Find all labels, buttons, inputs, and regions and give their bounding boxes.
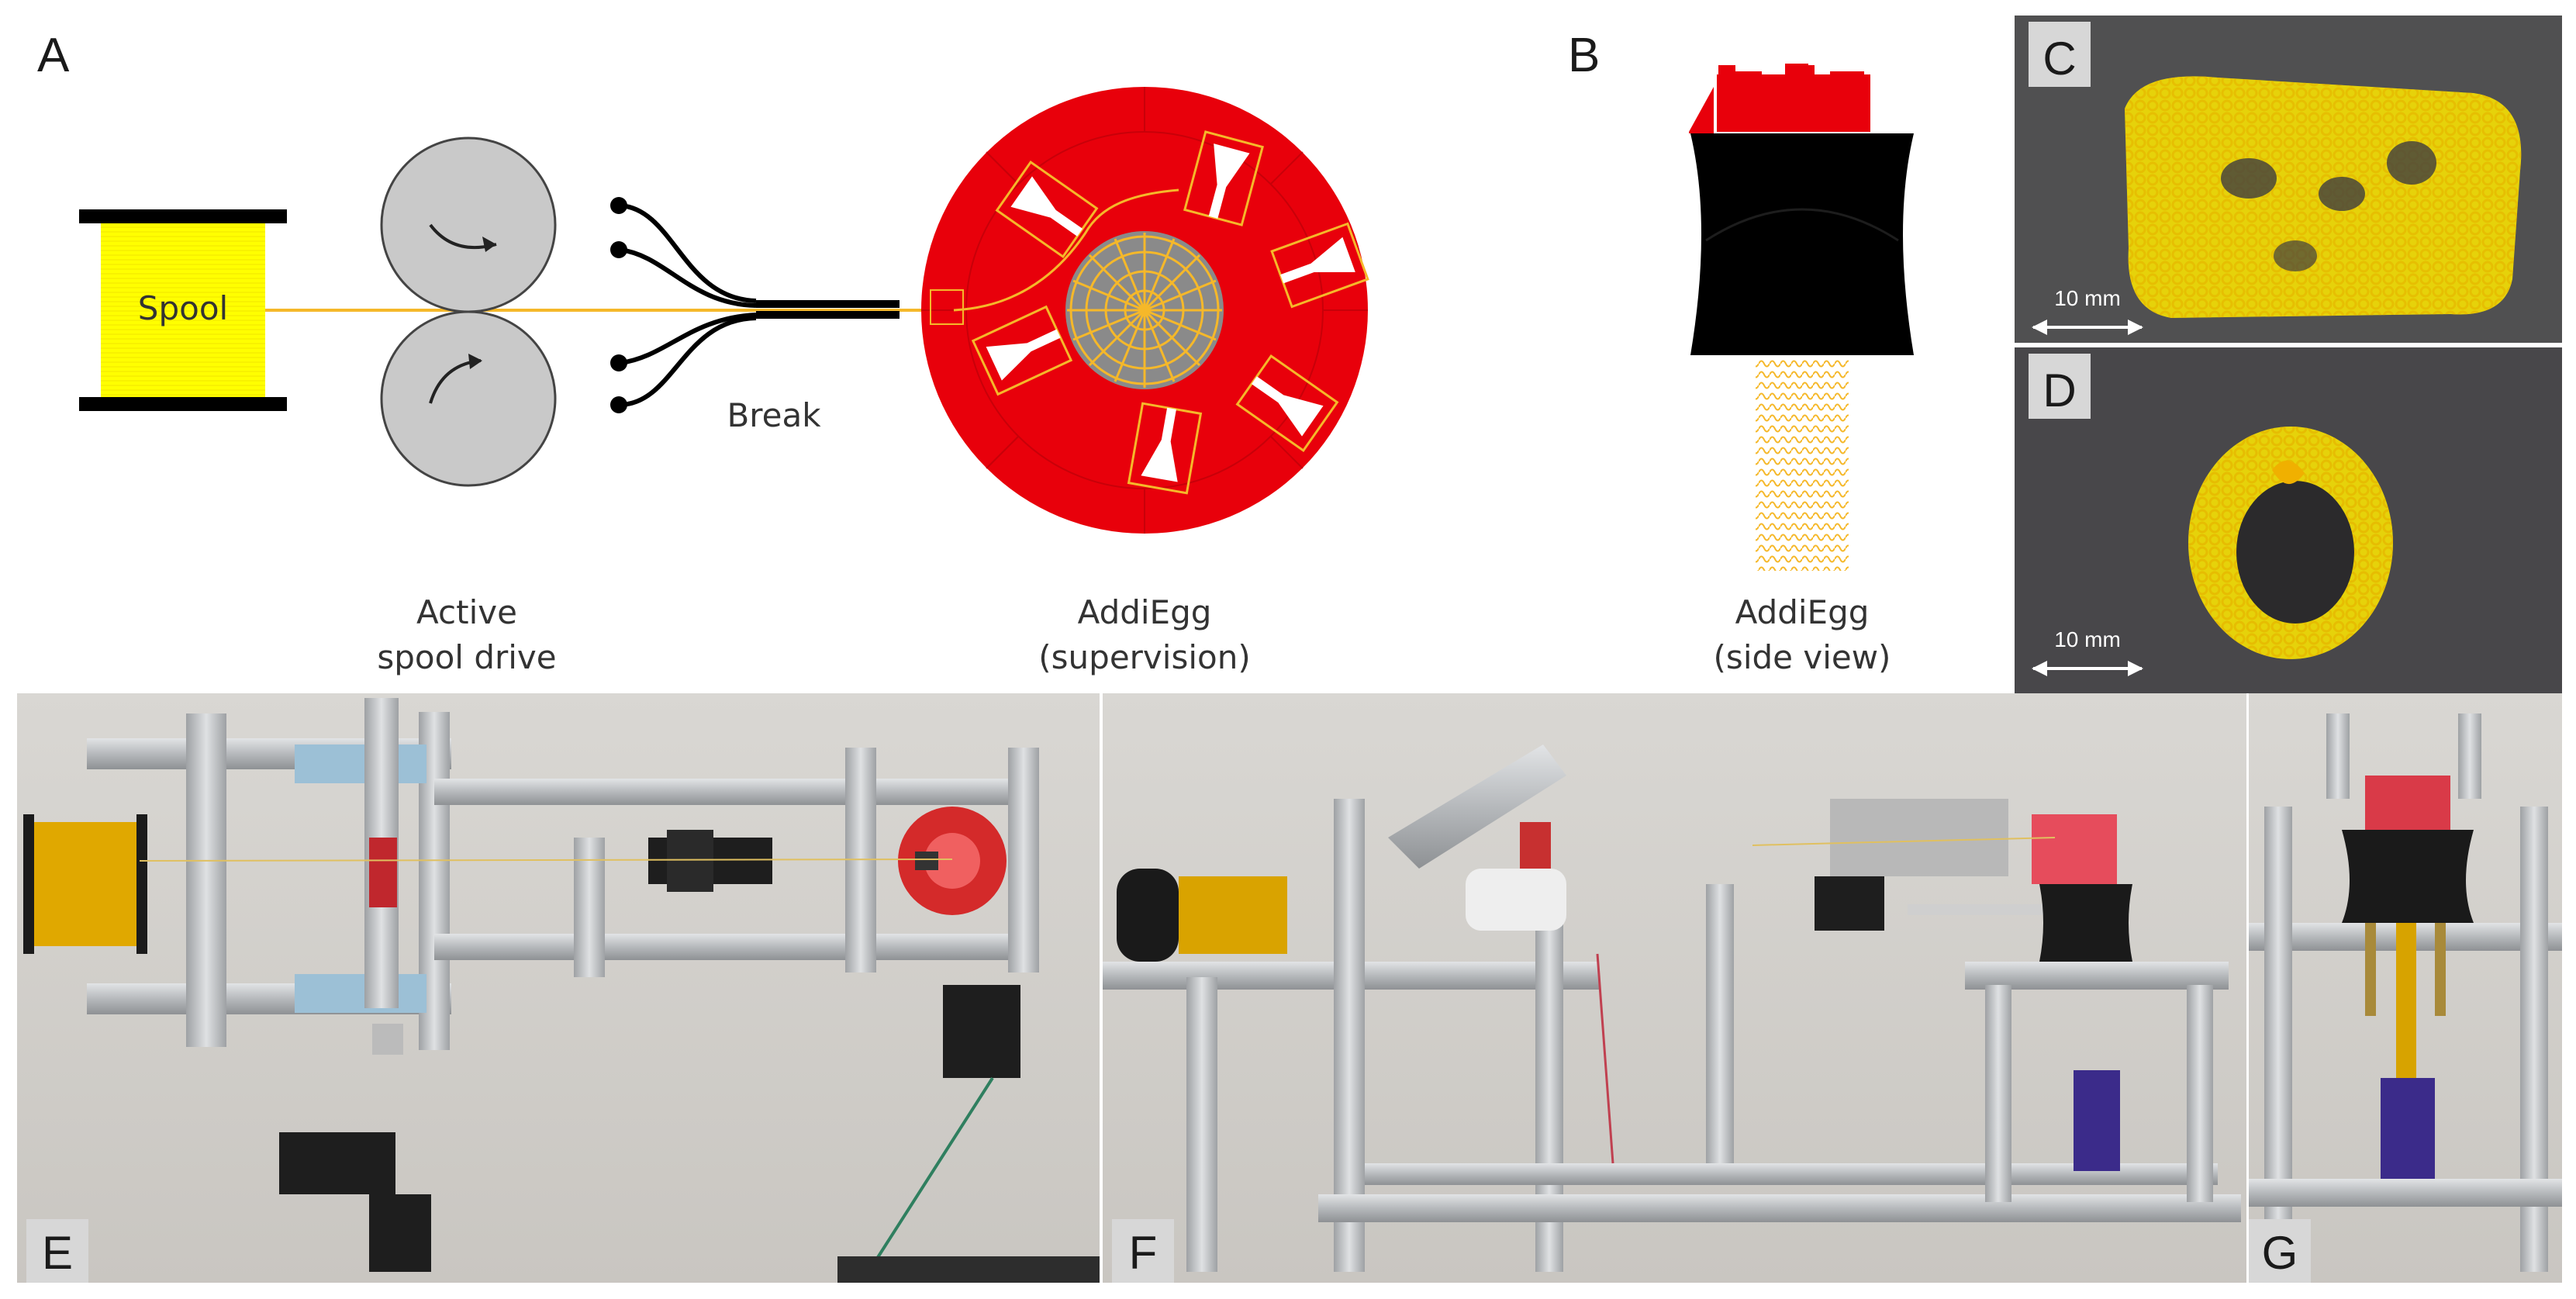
yarn-spool-e — [31, 822, 140, 946]
drive-label-line2: spool drive — [377, 638, 556, 676]
panel-tag-g — [2249, 1219, 2311, 1283]
scale-bar-d: 10 mm — [2032, 627, 2143, 676]
knitted-tube — [1756, 357, 1849, 571]
panel-tag-d — [2029, 354, 2091, 419]
panel-a: A Spool Active spool drive — [37, 29, 1369, 676]
scale-bar-c: 10 mm — [2032, 286, 2143, 335]
panel-e-photo: E — [17, 693, 1103, 1283]
panel-letter-a: A — [37, 29, 70, 82]
addiegg-side-view: AddiEgg (side view) — [1689, 64, 1914, 676]
drive-roller-e — [369, 838, 397, 907]
side-view-label-line2: (side view) — [1714, 638, 1891, 676]
break-label: Break — [727, 396, 821, 434]
upper-arrow-head — [482, 237, 496, 252]
panel-d-photo: D 10 mm — [2015, 347, 2562, 693]
drive-label-line1: Active — [416, 593, 517, 631]
addiegg-label-line1: AddiEgg — [1078, 593, 1212, 631]
panel-tag-f — [1112, 1219, 1174, 1283]
addiegg-top-view: AddiEgg (supervision) — [921, 87, 1369, 676]
spool: Spool — [79, 209, 287, 411]
spool-flange-top — [79, 209, 287, 223]
addiegg-g — [2342, 830, 2474, 923]
panel-g-photo: G — [2249, 693, 2562, 1283]
scale-label-d: 10 mm — [2054, 627, 2121, 651]
spool-label: Spool — [138, 289, 228, 327]
addiegg-f — [2039, 884, 2132, 962]
panel-letter-e: E — [42, 1227, 73, 1279]
scale-label-c: 10 mm — [2054, 286, 2121, 310]
panel-b: B AddiEgg (side view) — [1568, 29, 1914, 676]
yarn-spool-f — [1179, 876, 1287, 954]
side-view-label-line1: AddiEgg — [1735, 593, 1870, 631]
panel-letter-b: B — [1568, 29, 1600, 82]
panel-letter-c: C — [2042, 33, 2076, 85]
panel-c-photo: C 10 mm — [2015, 16, 2562, 343]
panel-letter-d: D — [2042, 364, 2076, 416]
thread-break: Break — [610, 197, 900, 434]
lower-arrow-head — [468, 354, 482, 369]
ring-hole — [2236, 481, 2354, 624]
lower-roller — [380, 310, 557, 487]
hub-web — [1067, 233, 1222, 388]
spool-flange-bottom — [79, 397, 287, 411]
needle-holders — [971, 130, 1369, 495]
panel-letter-g: G — [2262, 1227, 2298, 1279]
spool-body — [101, 223, 265, 397]
active-spool-drive: Active spool drive — [377, 136, 557, 676]
upper-roller — [380, 136, 557, 313]
panel-tag-c — [2029, 22, 2091, 87]
addiegg-label-line2: (supervision) — [1038, 638, 1250, 676]
side-view-body — [1690, 133, 1914, 355]
panel-f-photo: F — [1103, 693, 2249, 1283]
panel-tag-e — [26, 1219, 88, 1283]
panel-letter-f: F — [1129, 1227, 1158, 1279]
